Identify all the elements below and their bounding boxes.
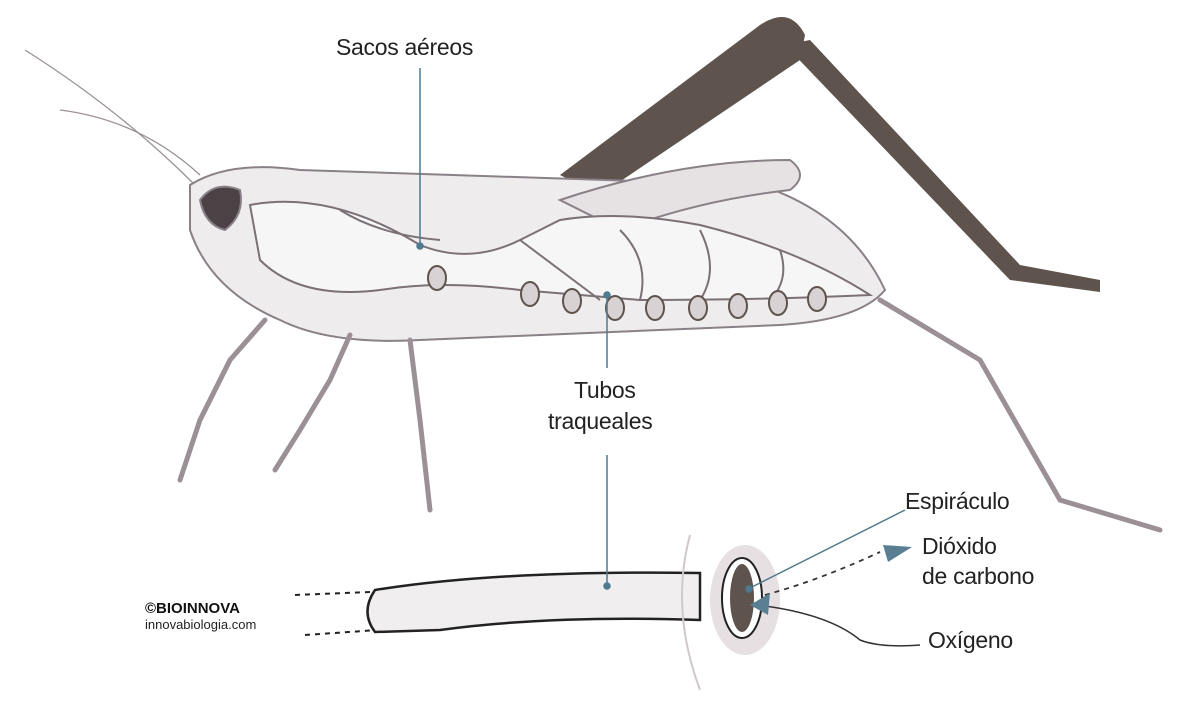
leader-lines xyxy=(416,68,906,593)
hind-leg xyxy=(560,17,1100,292)
co2-arrow xyxy=(764,545,912,596)
logo: ©BIOINNOVA innovabiologia.com xyxy=(145,600,256,632)
label-oxygen: Oxígeno xyxy=(928,627,1013,653)
label-tracheal-tubes-2: traqueales xyxy=(548,408,653,434)
label-air-sacs: Sacos aéreos xyxy=(336,34,474,60)
tracheal-network xyxy=(248,200,874,302)
label-co2-2: de carbono xyxy=(922,563,1035,589)
legs xyxy=(177,297,1163,533)
logo-url: innovabiologia.com xyxy=(145,617,257,632)
label-co2-1: Dióxido xyxy=(922,533,997,559)
logo-brand: ©BIOINNOVA xyxy=(145,600,240,617)
label-spiracle: Espiráculo xyxy=(905,488,1010,514)
spiracles xyxy=(427,265,827,321)
trachea-closeup xyxy=(294,534,780,691)
label-tracheal-tubes-1: Tubos xyxy=(574,377,636,403)
antennae xyxy=(24,49,201,186)
oxygen-arrow xyxy=(750,593,921,647)
